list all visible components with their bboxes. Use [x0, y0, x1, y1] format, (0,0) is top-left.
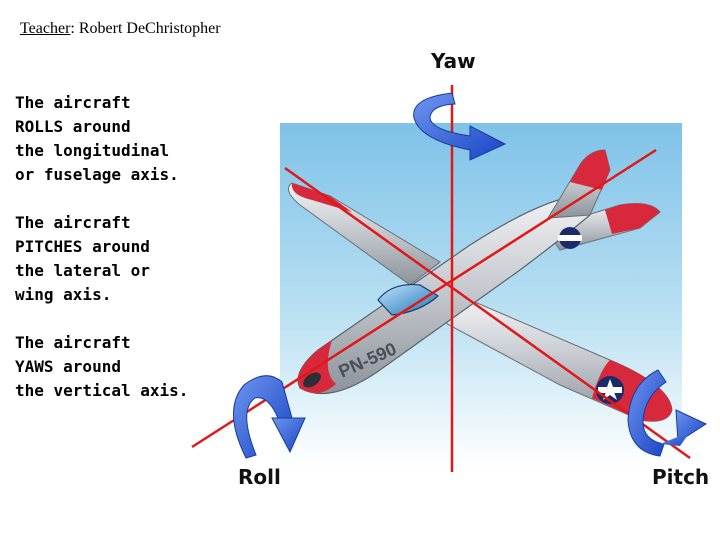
pitch-label: Pitch: [652, 465, 709, 489]
roll-rotation-arrow: [233, 375, 306, 459]
yaw-label: Yaw: [430, 49, 476, 73]
roll-label: Roll: [238, 465, 281, 489]
tail-fin-red: [570, 150, 610, 190]
yaw-line-3: the vertical axis.: [15, 381, 189, 400]
teacher-credit: Teacher: Robert DeChristopher: [20, 20, 221, 38]
teacher-label: Teacher: [20, 20, 71, 37]
stabilizer-tip-red: [605, 203, 660, 234]
teacher-name: Robert DeChristopher: [78, 20, 221, 37]
pitch-description: The aircraft PITCHES around the lateral …: [15, 211, 150, 307]
pitch-line-4: wing axis.: [15, 285, 112, 304]
pitch-rotation-arrow: [627, 369, 708, 457]
roll-line-4: or fuselage axis.: [15, 165, 179, 184]
roll-line-3: the longitudinal: [15, 141, 170, 160]
pitch-line-1: The aircraft: [15, 213, 131, 232]
yaw-line-1: The aircraft: [15, 333, 131, 352]
lateral-axis-line: [284, 166, 691, 460]
yaw-rotation-arrow: [413, 92, 507, 161]
roll-line-1: The aircraft: [15, 93, 131, 112]
pitch-line-3: the lateral or: [15, 261, 150, 280]
right-wingtip-red: [592, 360, 672, 422]
fuselage-roundel: [558, 227, 582, 249]
yaw-description: The aircraft YAWS around the vertical ax…: [15, 331, 188, 403]
roll-description: The aircraft ROLLS around the longitudin…: [15, 91, 179, 187]
pitch-line-2: PITCHES around: [15, 237, 150, 256]
teacher-separator: :: [70, 20, 79, 37]
nose-intake: [303, 372, 321, 388]
yaw-line-2: YAWS around: [15, 357, 121, 376]
roll-line-2: ROLLS around: [15, 117, 131, 136]
